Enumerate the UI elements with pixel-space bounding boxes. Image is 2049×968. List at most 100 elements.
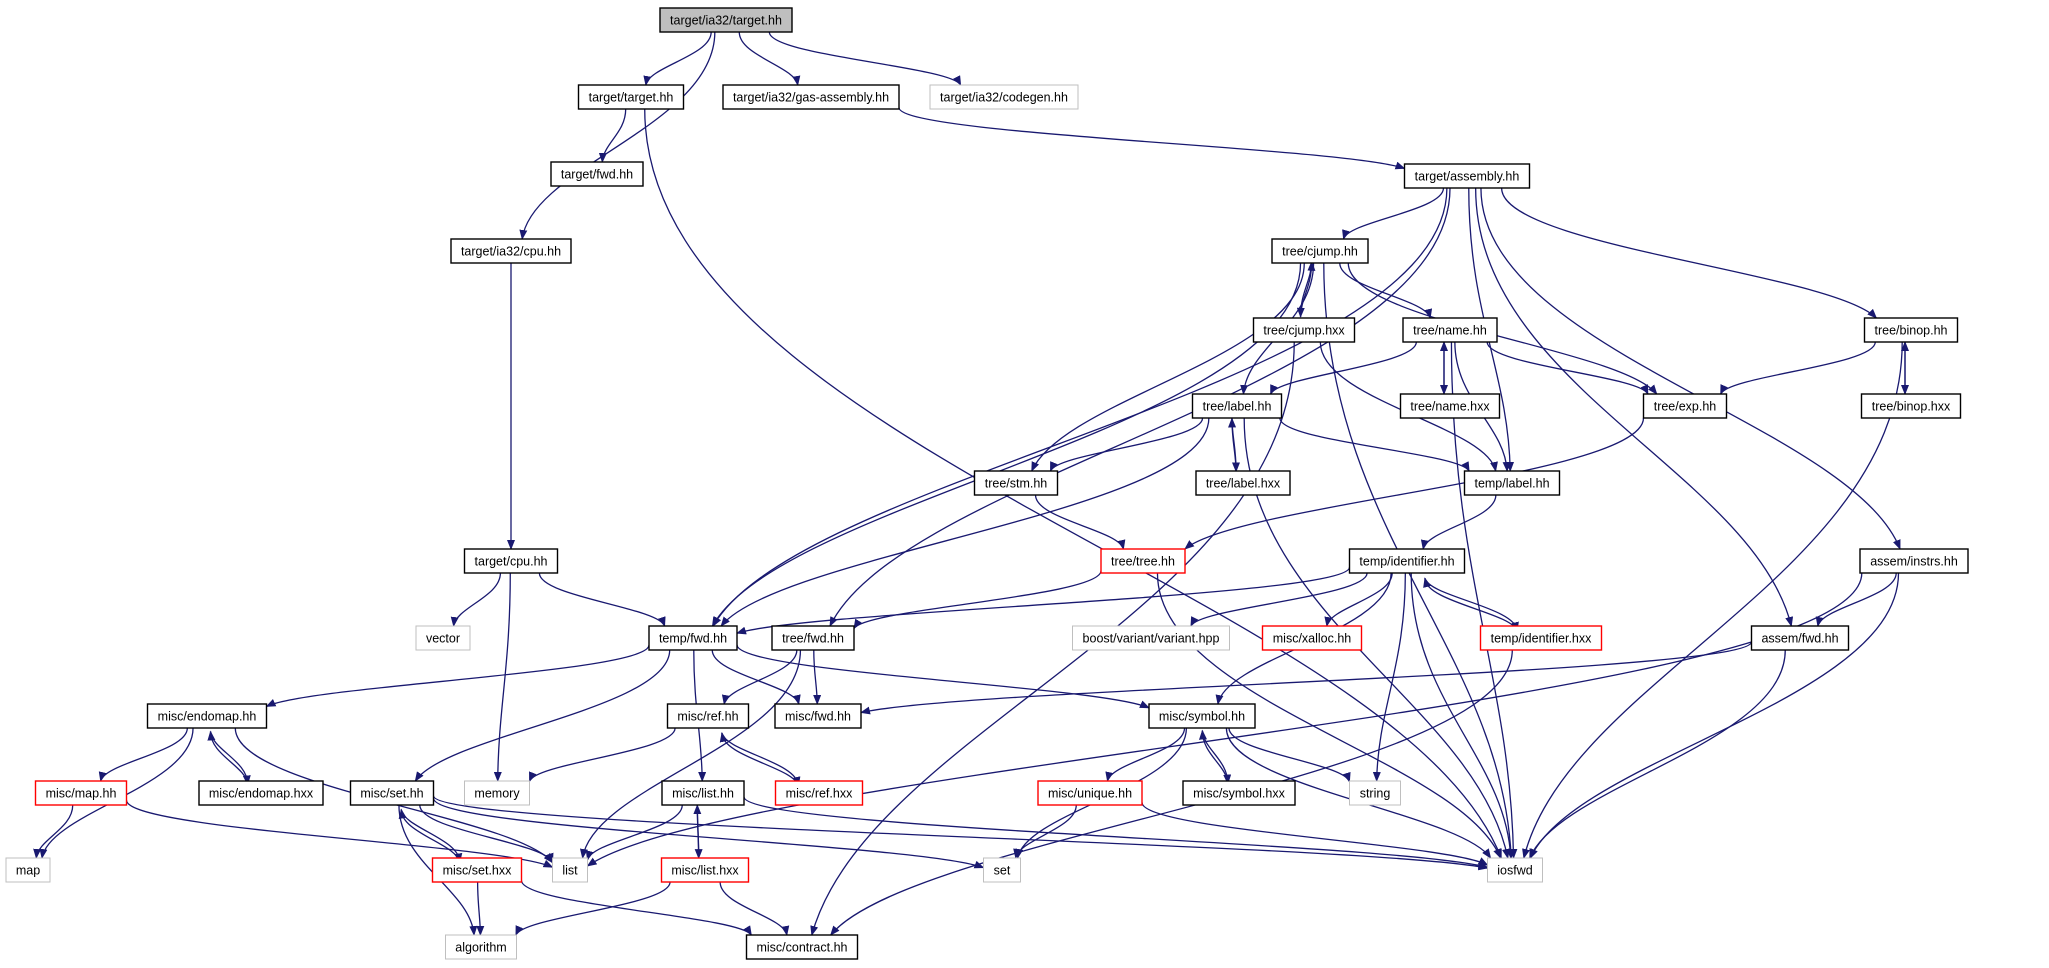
node-tree-exp[interactable]: tree/exp.hh — [1642, 393, 1728, 419]
node-tree-label-hxx[interactable]: tree/label.hxx — [1195, 470, 1291, 496]
node-temp-label[interactable]: temp/label.hh — [1463, 470, 1561, 496]
node-box — [349, 780, 435, 806]
node-box — [1750, 625, 1850, 651]
edge-tree_binop-to-iosfwd — [1522, 341, 1903, 859]
edge-misc_list-to-iosfwd — [743, 796, 1489, 869]
node-tree-label[interactable]: tree/label.hh — [1191, 393, 1283, 419]
node-misc-contract[interactable]: misc/contract.hh — [745, 934, 859, 960]
node-misc-symbol-hxx[interactable]: misc/symbol.hxx — [1182, 780, 1296, 806]
edge-misc_endomap-to-misc_map — [98, 727, 189, 782]
node-set: set — [983, 857, 1021, 883]
node-label: boost/variant/variant.hpp — [1083, 632, 1220, 646]
node-assem-fwd[interactable]: assem/fwd.hh — [1750, 625, 1850, 651]
edge-tree_cjump-to-tree_cjump_hxx — [1296, 261, 1313, 318]
node-box — [1859, 548, 1969, 574]
node-label: misc/unique.hh — [1048, 787, 1132, 801]
node-target-target[interactable]: target/target.hh — [577, 84, 685, 110]
node-box — [552, 857, 588, 883]
edge-temp_identifier_hxx-to-temp_identifier — [1423, 577, 1518, 632]
node-misc-endomap[interactable]: misc/endomap.hh — [146, 703, 268, 729]
node-misc-endomap-hxx[interactable]: misc/endomap.hxx — [198, 780, 324, 806]
node-label: algorithm — [455, 941, 506, 955]
node-misc-symbol[interactable]: misc/symbol.hh — [1148, 703, 1256, 729]
node-temp-identifier-hxx[interactable]: temp/identifier.hxx — [1479, 625, 1603, 651]
node-misc-set[interactable]: misc/set.hh — [349, 780, 435, 806]
node-label: misc/list.hh — [672, 787, 734, 801]
node-label: assem/fwd.hh — [1761, 632, 1838, 646]
node-algorithm: algorithm — [445, 934, 517, 960]
node-target-fwd[interactable]: target/fwd.hh — [550, 161, 644, 187]
node-misc-ref-hxx[interactable]: misc/ref.hxx — [774, 780, 864, 806]
node-misc-list-hxx[interactable]: misc/list.hxx — [660, 857, 750, 883]
edge-target_assembly-to-assem_fwd — [1475, 187, 1794, 627]
edge-misc_map-to-map — [33, 804, 74, 859]
node-tree-stm[interactable]: tree/stm.hh — [973, 470, 1059, 496]
node-tree-cjump-hxx[interactable]: tree/cjump.hxx — [1252, 317, 1356, 343]
edge-assem_fwd-to-misc_fwd — [860, 641, 1753, 715]
node-temp-identifier[interactable]: temp/identifier.hh — [1348, 548, 1466, 574]
node-box — [1072, 625, 1230, 651]
node-box — [666, 703, 750, 729]
node-misc-set-hxx[interactable]: misc/set.hxx — [431, 857, 523, 883]
node-misc-xalloc[interactable]: misc/xalloc.hh — [1261, 625, 1363, 651]
node-tree-tree[interactable]: tree/tree.hh — [1100, 548, 1186, 574]
edge-tree_label_hxx-to-tree_label — [1228, 417, 1237, 472]
edge-misc_list_hxx-to-algorithm — [515, 881, 671, 936]
edge-misc_ref_hxx-to-misc_ref — [719, 731, 799, 787]
node-tree-name-hxx[interactable]: tree/name.hxx — [1399, 393, 1501, 419]
node-misc-ref[interactable]: misc/ref.hh — [666, 703, 750, 729]
edge-misc_endomap-to-misc_endomap_hxx — [209, 731, 251, 786]
node-assem-instrs[interactable]: assem/instrs.hh — [1859, 548, 1969, 574]
node-label: tree/name.hh — [1413, 324, 1487, 338]
node-map: map — [5, 857, 51, 883]
node-tree-fwd[interactable]: tree/fwd.hh — [771, 625, 855, 651]
node-box — [659, 7, 793, 33]
edge-tree_tree-to-tree_fwd — [853, 570, 1102, 630]
edge-temp_identifier-to-string — [1372, 572, 1406, 782]
edge-misc_set_hxx-to-misc_contract — [520, 880, 752, 936]
edge-target_ia32_target-to-target_ia32_gas — [738, 31, 801, 86]
node-misc-fwd[interactable]: misc/fwd.hh — [774, 703, 862, 729]
edge-temp_identifier-to-temp_fwd — [736, 566, 1351, 635]
edge-misc_symbol-to-iosfwd — [1225, 727, 1492, 859]
node-box — [661, 780, 745, 806]
node-label: set — [994, 864, 1011, 878]
node-target-ia32-target[interactable]: target/ia32/target.hh — [659, 7, 793, 33]
node-tree-name[interactable]: tree/name.hh — [1402, 317, 1498, 343]
node-temp-fwd[interactable]: temp/fwd.hh — [648, 625, 738, 651]
edge-temp_identifier-to-boost_variant — [1190, 572, 1368, 627]
edge-misc_set_hxx-to-misc_set — [398, 808, 461, 863]
node-tree-binop[interactable]: tree/binop.hh — [1863, 317, 1959, 343]
node-label: iosfwd — [1497, 864, 1532, 878]
node-box — [1195, 470, 1291, 496]
edge-target_ia32_target-to-target_ia32_codegen — [768, 31, 962, 86]
node-misc-list[interactable]: misc/list.hh — [661, 780, 745, 806]
node-box — [1271, 238, 1369, 264]
node-misc-unique[interactable]: misc/unique.hh — [1037, 780, 1143, 806]
edge-tree_cjump-to-tree_stm — [1031, 262, 1305, 472]
node-box — [1863, 317, 1959, 343]
node-target-ia32-codegen: target/ia32/codegen.hh — [929, 84, 1079, 110]
node-misc-map[interactable]: misc/map.hh — [34, 780, 128, 806]
edge-temp_identifier-to-iosfwd — [1410, 572, 1515, 859]
edge-misc_symbol-to-misc_unique — [1105, 727, 1186, 782]
node-label: misc/ref.hxx — [786, 787, 853, 801]
edge-misc_ref-to-memory — [528, 727, 676, 783]
node-label: misc/symbol.hxx — [1193, 787, 1285, 801]
edge-tree_exp-to-tree_tree — [1184, 417, 1645, 550]
node-tree-binop-hxx[interactable]: tree/binop.hxx — [1860, 393, 1962, 419]
node-target-assembly[interactable]: target/assembly.hh — [1403, 163, 1531, 189]
node-target-ia32-cpu[interactable]: target/ia32/cpu.hh — [450, 238, 572, 264]
edge-misc_unique-to-set — [1013, 804, 1077, 859]
node-target-ia32-gas[interactable]: target/ia32/gas-assembly.hh — [722, 84, 900, 110]
node-tree-cjump[interactable]: tree/cjump.hh — [1271, 238, 1369, 264]
node-label: vector — [426, 632, 460, 646]
edge-target_cpu-to-vector — [450, 572, 502, 627]
node-box — [648, 625, 738, 651]
node-box — [983, 857, 1021, 883]
node-box — [1348, 548, 1466, 574]
edge-misc_symbol_hxx-to-misc_symbol — [1198, 729, 1229, 784]
node-target-cpu[interactable]: target/cpu.hh — [463, 548, 559, 574]
edge-target_assembly-to-temp_fwd — [712, 187, 1448, 627]
